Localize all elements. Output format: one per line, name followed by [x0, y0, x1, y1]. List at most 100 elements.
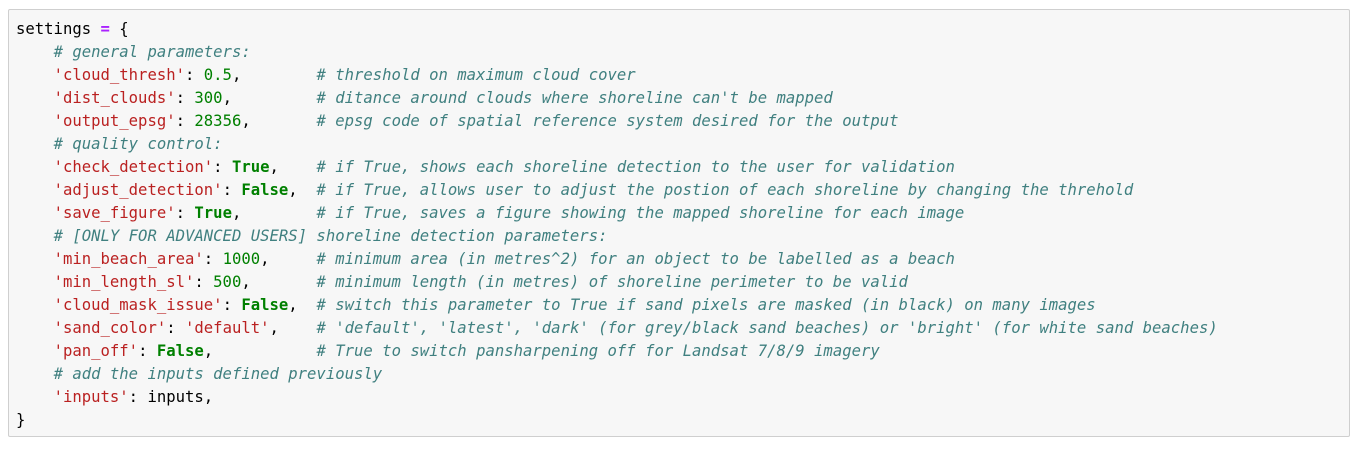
code-whitespace — [16, 89, 54, 107]
code-punctuation: , — [288, 181, 298, 199]
code-line: # general parameters: — [16, 41, 1218, 64]
code-punctuation: , — [288, 296, 298, 314]
code-cell[interactable]: settings = { # general parameters: 'clou… — [8, 9, 1350, 437]
code-whitespace — [279, 158, 317, 176]
code-editor[interactable]: settings = { # general parameters: 'clou… — [16, 18, 1218, 432]
code-line: 'cloud_mask_issue': False, # switch this… — [16, 294, 1218, 317]
code-number: 1000 — [222, 250, 261, 268]
code-whitespace — [251, 273, 317, 291]
code-string: 'adjust_detection' — [53, 181, 223, 199]
code-comment: # add the inputs defined previously — [53, 365, 383, 383]
code-punctuation: : — [166, 319, 186, 337]
code-string: 'min_length_sl' — [53, 273, 195, 291]
code-number: 28356 — [194, 112, 242, 130]
code-punctuation: : — [185, 66, 204, 84]
code-whitespace — [16, 319, 54, 337]
code-whitespace — [213, 342, 316, 360]
code-whitespace — [110, 20, 119, 38]
code-comment: # True to switch pansharpening off for L… — [316, 342, 880, 360]
code-punctuation: , — [231, 66, 242, 84]
code-whitespace — [298, 296, 317, 314]
code-line: # [ONLY FOR ADVANCED USERS] shoreline de… — [16, 225, 1218, 248]
code-string: 'save_figure' — [53, 204, 176, 222]
code-punctuation: : — [128, 388, 148, 406]
code-whitespace — [16, 273, 54, 291]
code-comment: # 'default', 'latest', 'dark' (for grey/… — [316, 319, 1218, 337]
code-string: 'output_epsg' — [53, 112, 176, 130]
code-number: 0.5 — [203, 66, 232, 84]
code-punctuation: , — [260, 250, 270, 268]
code-punctuation: , — [241, 273, 251, 291]
code-keyword: False — [241, 296, 289, 314]
code-line: 'output_epsg': 28356, # epsg code of spa… — [16, 110, 1218, 133]
code-punctuation: , — [241, 112, 251, 130]
code-string: 'inputs' — [53, 388, 129, 406]
code-punctuation: , — [231, 204, 242, 222]
code-punctuation: , — [269, 319, 279, 337]
code-line: } — [16, 409, 1218, 432]
code-punctuation: , — [203, 342, 214, 360]
code-whitespace — [279, 319, 317, 337]
code-number: 300 — [194, 89, 223, 107]
code-comment: # if True, allows user to adjust the pos… — [316, 181, 1134, 199]
code-whitespace — [16, 296, 54, 314]
code-identifier: settings — [16, 20, 92, 38]
code-punctuation: , — [269, 158, 279, 176]
code-punctuation: , — [203, 388, 214, 406]
code-line: 'min_length_sl': 500, # minimum length (… — [16, 271, 1218, 294]
code-punctuation: { — [119, 20, 129, 38]
code-whitespace — [298, 181, 317, 199]
code-line: # quality control: — [16, 133, 1218, 156]
code-string: 'min_beach_area' — [53, 250, 204, 268]
code-line: 'sand_color': 'default', # 'default', 'l… — [16, 317, 1218, 340]
code-punctuation: : — [222, 296, 242, 314]
code-string: 'check_detection' — [53, 158, 214, 176]
code-comment: # ditance around clouds where shoreline … — [316, 89, 833, 107]
code-comment: # minimum length (in metres) of shorelin… — [316, 273, 908, 291]
code-line: 'pan_off': False, # True to switch pansh… — [16, 340, 1218, 363]
code-line: settings = { — [16, 18, 1218, 41]
code-comment: # if True, saves a figure showing the ma… — [316, 204, 965, 222]
code-comment: # threshold on maximum cloud cover — [316, 66, 636, 84]
code-whitespace — [16, 204, 54, 222]
code-string: 'sand_color' — [53, 319, 167, 337]
code-line: 'cloud_thresh': 0.5, # threshold on maxi… — [16, 64, 1218, 87]
code-line: 'check_detection': True, # if True, show… — [16, 156, 1218, 179]
code-whitespace — [270, 250, 317, 268]
code-comment: # general parameters: — [53, 43, 251, 61]
code-punctuation: : — [222, 181, 242, 199]
code-whitespace — [16, 181, 54, 199]
code-punctuation: : — [203, 250, 223, 268]
code-comment: # epsg code of spatial reference system … — [316, 112, 899, 130]
code-whitespace — [16, 135, 54, 153]
code-punctuation: : — [138, 342, 157, 360]
code-punctuation: : — [194, 273, 214, 291]
code-number: 500 — [213, 273, 242, 291]
code-line: 'dist_clouds': 300, # ditance around clo… — [16, 87, 1218, 110]
code-comment: # if True, shows each shoreline detectio… — [316, 158, 955, 176]
code-string: 'default' — [185, 319, 270, 337]
code-whitespace — [16, 365, 54, 383]
code-whitespace — [16, 388, 54, 406]
code-keyword: False — [241, 181, 289, 199]
code-punctuation: : — [213, 158, 232, 176]
code-line: 'adjust_detection': False, # if True, al… — [16, 179, 1218, 202]
code-whitespace — [16, 158, 54, 176]
code-punctuation: : — [175, 204, 195, 222]
code-keyword: False — [156, 342, 204, 360]
code-comment: # quality control: — [53, 135, 223, 153]
code-line: 'min_beach_area': 1000, # minimum area (… — [16, 248, 1218, 271]
code-whitespace — [241, 66, 316, 84]
code-line: # add the inputs defined previously — [16, 363, 1218, 386]
code-identifier: inputs — [147, 388, 204, 406]
code-keyword: True — [231, 158, 270, 176]
code-punctuation: : — [175, 112, 195, 130]
code-string: 'pan_off' — [53, 342, 139, 360]
code-punctuation: } — [16, 411, 26, 429]
code-whitespace — [251, 112, 317, 130]
code-operator: = — [100, 20, 110, 38]
code-whitespace — [241, 204, 316, 222]
code-whitespace — [16, 66, 54, 84]
code-string: 'cloud_thresh' — [53, 66, 185, 84]
code-comment: # minimum area (in metres^2) for an obje… — [316, 250, 955, 268]
